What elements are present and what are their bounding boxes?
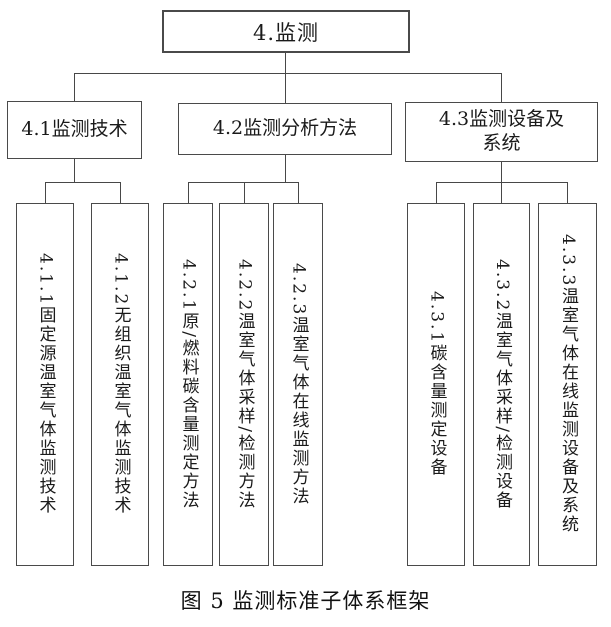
node-label: 4.2.3温室气体在线监测方法 <box>288 262 309 507</box>
connector-4-2-descender <box>285 155 286 182</box>
connector-root-descender <box>285 53 286 73</box>
figure-caption: 图 5 监测标准子体系框架 <box>180 589 431 613</box>
connector-4-1-branch <box>45 182 121 183</box>
node-4-3-3-ghg-online-monitoring-equipment-systems: 4.3.3温室气体在线监测设备及系统 <box>538 203 597 566</box>
connector-drop-4-3-1 <box>436 182 437 203</box>
connector-drop-4-2 <box>285 73 286 103</box>
node-4-2-monitoring-analysis-methods: 4.2监测分析方法 <box>178 103 392 155</box>
connector-drop-4-2-2 <box>244 182 245 203</box>
node-4-2-3-ghg-online-monitoring-method: 4.2.3温室气体在线监测方法 <box>273 203 323 566</box>
node-label: 4.2.1原/燃料碳含量测定方法 <box>178 259 199 510</box>
connector-drop-4-3-2 <box>501 182 502 203</box>
node-label: 4.2.2温室气体采样/检测方法 <box>234 259 255 510</box>
node-4-monitoring: 4.监测 <box>162 10 410 53</box>
node-4-3-1-carbon-content-equipment: 4.3.1碳含量测定设备 <box>407 203 465 566</box>
node-label: 4.3.2温室气体采样/检测设备 <box>492 259 512 510</box>
node-4-2-1-raw-fuel-carbon-content-method: 4.2.1原/燃料碳含量测定方法 <box>163 203 213 566</box>
node-label: 4.1.2无组织温室气体监测技术 <box>110 253 131 516</box>
node-4-3-2-ghg-sampling-detection-equipment: 4.3.2温室气体采样/检测设备 <box>473 203 530 566</box>
node-4-1-2-fugitive-ghg-monitoring-tech: 4.1.2无组织温室气体监测技术 <box>91 203 149 566</box>
node-4-3-monitoring-equipment-systems: 4.3监测设备及 系统 <box>405 102 598 162</box>
connector-4-1-descender <box>74 159 75 182</box>
node-label: 4.3.3温室气体在线监测设备及系统 <box>558 234 578 535</box>
node-4-2-2-ghg-sampling-detection-method: 4.2.2温室气体采样/检测方法 <box>219 203 269 566</box>
connector-4-3-branch <box>436 182 568 183</box>
connector-4-2-branch <box>188 182 299 183</box>
connector-drop-4-2-1 <box>188 182 189 203</box>
connector-root-branch <box>74 73 502 74</box>
connector-drop-4-3-3 <box>567 182 568 203</box>
node-label: 4.1.1固定源温室气体监测技术 <box>35 253 56 516</box>
connector-drop-4-1-1 <box>45 182 46 203</box>
connector-4-3-descender <box>501 162 502 182</box>
connector-drop-4-1 <box>74 73 75 101</box>
node-label: 4.3.1碳含量测定设备 <box>426 291 447 478</box>
node-4-1-1-fixed-source-ghg-monitoring-tech: 4.1.1固定源温室气体监测技术 <box>16 203 74 566</box>
connector-drop-4-2-3 <box>298 182 299 203</box>
node-4-1-monitoring-technology: 4.1监测技术 <box>7 101 142 159</box>
connector-drop-4-1-2 <box>120 182 121 203</box>
connector-drop-4-3 <box>501 73 502 102</box>
